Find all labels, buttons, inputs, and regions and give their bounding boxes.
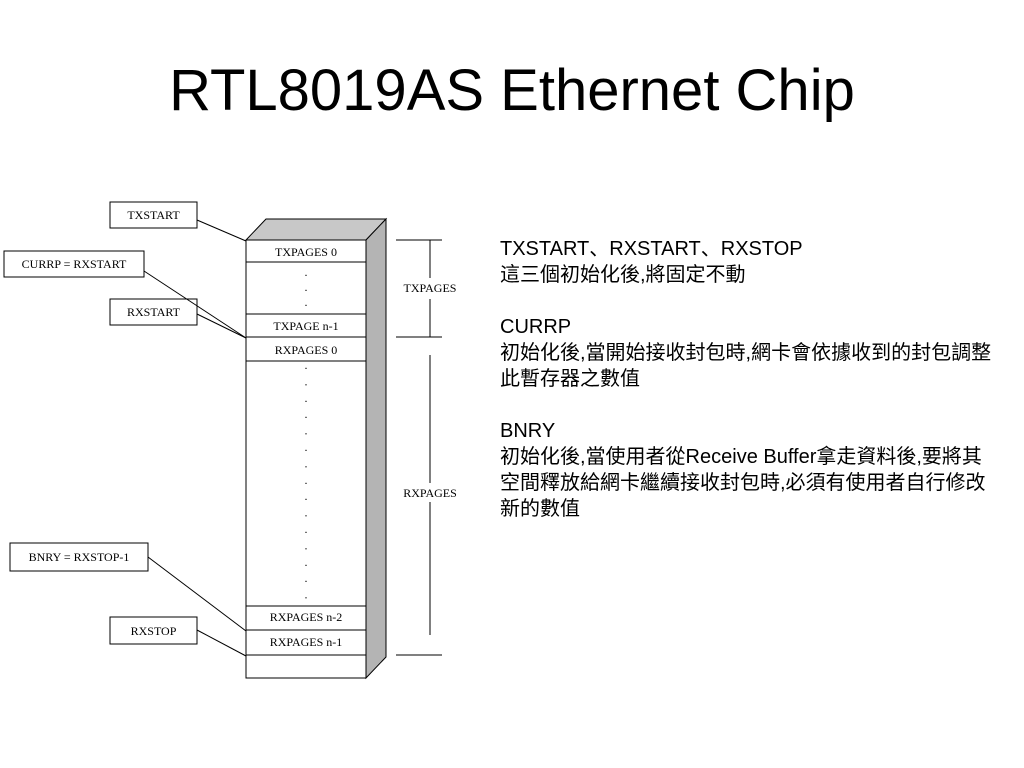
ellipsis-dot: . — [305, 295, 308, 309]
notes-panel: TXSTART、RXSTART、RXSTOP 這三個初始化後,將固定不動 CUR… — [500, 236, 1000, 548]
pointer-label-currp: CURRP = RXSTART — [22, 257, 127, 271]
ellipsis-dot: . — [305, 280, 308, 294]
tx-ellipsis-dots: ... — [305, 265, 308, 309]
pointer-label-rxstart: RXSTART — [127, 305, 181, 319]
pointer-label-txstart: TXSTART — [127, 208, 180, 222]
pointer-currp: CURRP = RXSTART — [3, 250, 145, 278]
ellipsis-dot: . — [305, 506, 308, 520]
pointer-rxstart: RXSTART — [109, 298, 198, 326]
page-label-rxpages-0: RXPAGES 0 — [275, 343, 338, 357]
block-top-face — [244, 218, 388, 241]
note-bnry: BNRY 初始化後,當使用者從Receive Buffer拿走資料後,要將其空間… — [500, 418, 1000, 522]
page-label-rxpages-n-2: RXPAGES n-2 — [270, 610, 343, 624]
note-body: 初始化後,當開始接收封包時,網卡會依據收到的封包調整此暫存器之數值 — [500, 342, 992, 390]
ellipsis-dot: . — [305, 456, 308, 470]
page-label-txpage-n-1: TXPAGE n-1 — [273, 319, 338, 333]
note-head: BNRY — [500, 420, 556, 442]
note-body: 初始化後,當使用者從Receive Buffer拿走資料後,要將其空間釋放給網卡… — [500, 446, 986, 520]
page-label-txpages-0: TXPAGES 0 — [275, 245, 337, 259]
ellipsis-dot: . — [305, 538, 308, 552]
ellipsis-dot: . — [305, 265, 308, 279]
ellipsis-dot: . — [305, 522, 308, 536]
page-label-rxpages-n-1: RXPAGES n-1 — [270, 635, 343, 649]
note-fixed-registers: TXSTART、RXSTART、RXSTOP 這三個初始化後,將固定不動 — [500, 236, 1000, 288]
ellipsis-dot: . — [305, 489, 308, 503]
slide-title: RTL8019AS Ethernet Chip — [169, 58, 855, 123]
page-dividers — [246, 261, 366, 656]
ellipsis-dot: . — [305, 588, 308, 602]
pointer-rxstop: RXSTOP — [109, 616, 198, 645]
pointer-connectors — [143, 219, 247, 657]
ellipsis-dot: . — [305, 374, 308, 388]
block-front-face — [245, 239, 367, 679]
rx-ellipsis-dots: ............... — [305, 358, 308, 602]
range-label-txpages: TXPAGES — [404, 281, 457, 295]
range-label-rxpages: RXPAGES — [403, 486, 457, 500]
ellipsis-dot: . — [305, 555, 308, 569]
ellipsis-dot: . — [305, 391, 308, 405]
ellipsis-dot: . — [305, 358, 308, 372]
ellipsis-dot: . — [305, 424, 308, 438]
ellipsis-dot: . — [305, 440, 308, 454]
pointer-txstart: TXSTART — [109, 201, 198, 229]
pointer-label-bnry: BNRY = RXSTOP-1 — [29, 550, 130, 564]
note-head: TXSTART、RXSTART、RXSTOP — [500, 238, 803, 260]
ellipsis-dot: . — [305, 571, 308, 585]
pointer-bnry: BNRY = RXSTOP-1 — [9, 542, 149, 572]
ellipsis-dot: . — [305, 407, 308, 421]
pointer-label-rxstop: RXSTOP — [131, 624, 177, 638]
ellipsis-dot: . — [305, 473, 308, 487]
rxpages-range-bracket — [396, 336, 442, 656]
block-side-face — [365, 217, 387, 680]
note-body: 這三個初始化後,將固定不動 — [500, 264, 746, 286]
note-currp: CURRP 初始化後,當開始接收封包時,網卡會依據收到的封包調整此暫存器之數值 — [500, 314, 1000, 392]
note-head: CURRP — [500, 316, 572, 338]
